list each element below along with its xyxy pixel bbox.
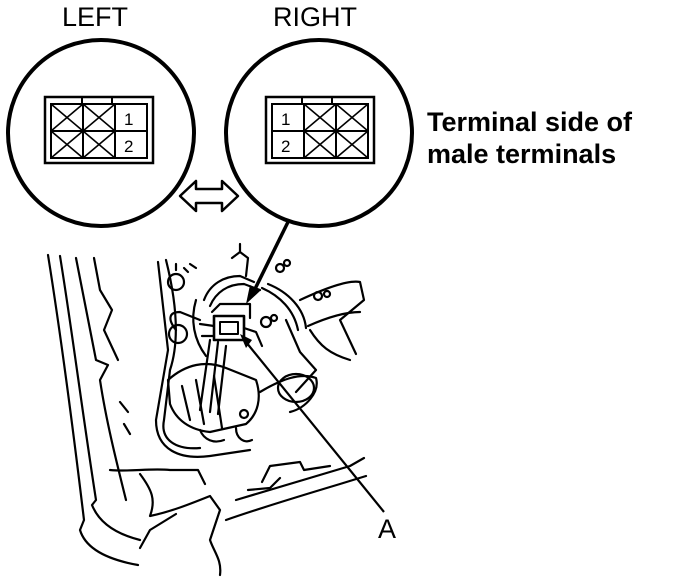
left-pin-1-label: 1 (124, 110, 133, 129)
note-line-2: male terminals (427, 139, 616, 169)
left-view-circle (6, 38, 196, 228)
left-heading: LEFT (62, 2, 128, 32)
right-pin-1-label: 1 (281, 110, 290, 129)
double-arrow-icon (178, 179, 240, 213)
callout-a-leader (240, 334, 385, 513)
vehicle-body-illustration (46, 242, 368, 577)
note-line-1: Terminal side of (427, 107, 633, 137)
right-connector-view: 1 2 (224, 38, 414, 228)
left-pin-2-label: 2 (124, 137, 133, 156)
right-view-circle (224, 38, 414, 228)
right-heading: RIGHT (273, 2, 357, 32)
right-connector-face (264, 95, 376, 165)
left-connector-view: 1 2 (6, 38, 196, 228)
callout-a-label: A (378, 514, 396, 544)
right-pin-2-label: 2 (281, 137, 290, 156)
left-connector-face (43, 95, 155, 165)
